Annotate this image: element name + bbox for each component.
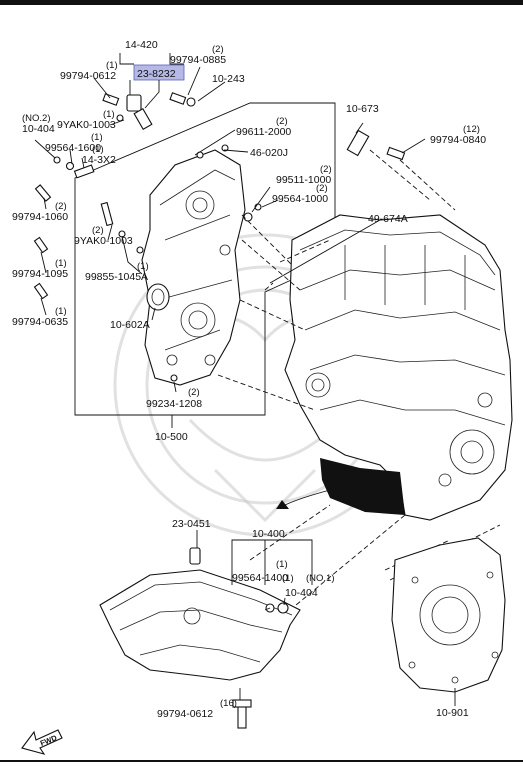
label-23-8232: 23-8232 <box>137 68 176 80</box>
label-49-674a: 49-674A <box>368 213 408 225</box>
label-10-500: 10-500 <box>155 431 188 443</box>
qty-99794-0635: (1) <box>55 306 67 317</box>
qty-99564-1600: (1) <box>91 132 103 143</box>
label-9yak0-1003-top: 9YAK0-1003 <box>57 119 116 131</box>
rear-cover-plate <box>391 537 506 693</box>
qty-99794-1060: (2) <box>55 201 67 212</box>
label-14-3x2: 14-3X2 <box>82 154 116 166</box>
label-14-420: 14-420 <box>125 39 158 51</box>
qty-9yak0-1003-top: (1) <box>103 109 115 120</box>
label-99794-0840: 99794-0840 <box>430 134 486 146</box>
label-46-020j: 46-020J <box>250 147 288 159</box>
qty-99564-1000: (2) <box>316 183 328 194</box>
qty-99564-1400: (1) <box>276 559 288 570</box>
label-99564-1600: 99564-1600 <box>45 142 101 154</box>
qty-9yak0-1003-mid: (2) <box>92 225 104 236</box>
label-10-404-top: 10-404 <box>22 123 55 135</box>
fwd-arrow-icon: FWD <box>21 729 63 755</box>
qty-99855-1045a: (1) <box>137 261 149 272</box>
label-10-901: 10-901 <box>436 707 469 719</box>
label-99234-1208: 99234-1208 <box>146 398 202 410</box>
oil-pan-gasket-surface <box>320 458 405 515</box>
label-10-404-bot: 10-404 <box>285 587 318 599</box>
label-99564-1400: 99564-1400 <box>232 572 288 584</box>
qty-99611-2000: (2) <box>276 116 288 127</box>
label-99564-1000: 99564-1000 <box>272 193 328 205</box>
label-99511-1000: 99511-1000 <box>276 174 331 186</box>
qty-99234-1208: (2) <box>188 387 200 398</box>
oil-pan <box>99 547 301 729</box>
qty-10-404-bot: (NO.1) <box>306 573 335 584</box>
qty-99794-0612: (1) <box>106 60 118 71</box>
label-99794-1060: 99794-1060 <box>12 211 68 223</box>
label-99794-0612-bot: 99794-0612 <box>157 708 213 720</box>
top-border <box>0 0 523 5</box>
qty-99794-0885: (2) <box>212 44 224 55</box>
oil-filter-sensor-cluster <box>102 92 406 161</box>
label-10-602a: 10-602A <box>110 319 150 331</box>
engine-block <box>276 214 513 521</box>
qty-10-404-top: (NO.2) <box>22 113 51 124</box>
label-9yak0-1003-mid: 9YAK0-1003 <box>74 235 133 247</box>
label-99855-1045a: 99855-1045A <box>85 271 148 283</box>
label-99794-0635: 99794-0635 <box>12 316 68 328</box>
qty2-10-404-bot: (1) <box>282 573 294 584</box>
bottom-border <box>0 760 523 762</box>
qty-99794-0840: (12) <box>463 124 480 135</box>
label-99794-0612: 99794-0612 <box>60 70 116 82</box>
timing-cover-group <box>33 102 336 416</box>
part-labels: 14-420 23-8232 (2) 99794-0885 10-243 (1)… <box>12 39 486 720</box>
label-23-0451: 23-0451 <box>172 518 211 530</box>
leader-lines <box>34 53 456 706</box>
label-10-400: 10-400 <box>252 528 285 540</box>
label-99794-1095: 99794-1095 <box>12 268 68 280</box>
qty-99794-1095: (1) <box>55 258 67 269</box>
label-99794-0885: 99794-0885 <box>170 54 226 66</box>
label-99611-2000: 99611-2000 <box>236 126 291 138</box>
label-10-673: 10-673 <box>346 103 379 115</box>
qty-99511-1000: (2) <box>320 164 332 175</box>
qty-99794-0612-bot: (16) <box>220 698 237 709</box>
label-10-243: 10-243 <box>212 73 245 85</box>
qty-14-3x2: (1) <box>92 144 104 155</box>
